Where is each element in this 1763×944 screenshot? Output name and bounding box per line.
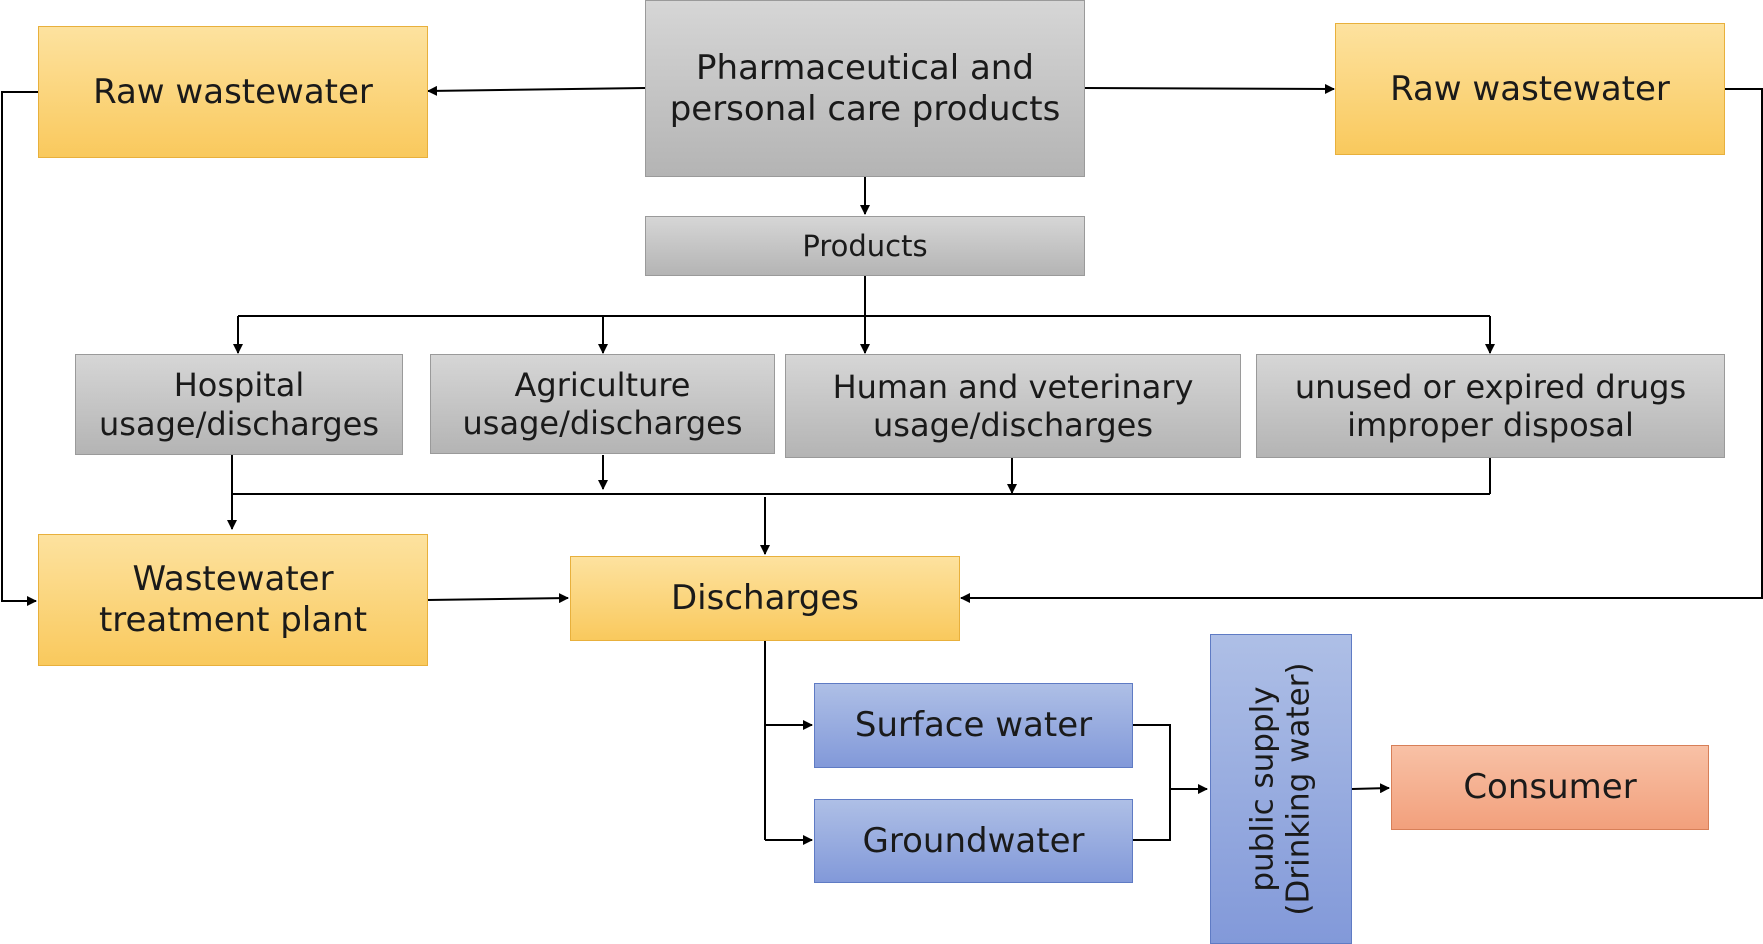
node-public-supply: public supply (Drinking water) [1210, 634, 1352, 944]
node-consumer: Consumer [1391, 745, 1709, 830]
arrow-raw-right-to-discharges [960, 88, 1763, 603]
node-hospital: Hospital usage/discharges [75, 354, 403, 455]
node-discharges: Discharges [570, 556, 960, 641]
node-human-veterinary: Human and veterinary usage/discharges [785, 354, 1241, 458]
node-raw-wastewater-left: Raw wastewater [38, 26, 428, 158]
arrow-wwtp-to-discharges [426, 593, 569, 604]
node-surface-water: Surface water [814, 683, 1133, 768]
node-unused-drugs: unused or expired drugs improper disposa… [1256, 354, 1725, 458]
node-wastewater-treatment-plant: Wastewater treatment plant [38, 534, 428, 666]
node-agriculture: Agriculture usage/discharges [430, 354, 775, 454]
arrow-pharma-to-raw-left [427, 85, 646, 96]
arrow-to-consumer [1351, 783, 1390, 794]
public-supply-label: public supply (Drinking water) [1244, 662, 1316, 916]
node-pharma: Pharmaceutical and personal care product… [645, 0, 1085, 177]
node-raw-wastewater-right: Raw wastewater [1335, 23, 1725, 155]
arrow-pharma-to-raw-right [1084, 83, 1335, 94]
node-groundwater: Groundwater [814, 799, 1133, 883]
node-products: Products [645, 216, 1085, 276]
arrow-raw-left-to-wwtp [1, 91, 38, 606]
line-surface-water-merge [1133, 724, 1171, 841]
